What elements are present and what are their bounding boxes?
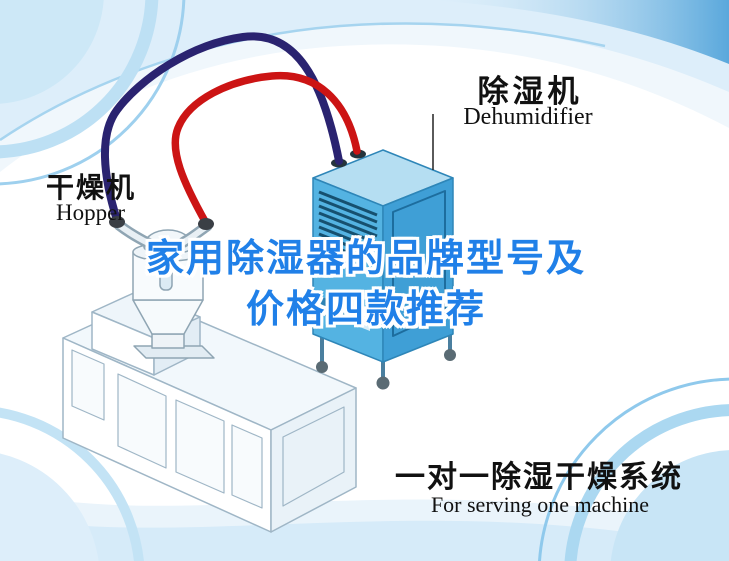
filter-cover (320, 296, 344, 324)
background-swoosh-top (0, 0, 729, 186)
hose-clamp (198, 218, 214, 230)
hopper-label-cn: 干燥机 (46, 172, 137, 203)
headline-line2: 价格四款推荐 (245, 289, 486, 331)
vent-grille (318, 190, 378, 266)
pipe-red (171, 71, 361, 227)
dehumidifier-label-en: Dehumidifier (463, 104, 593, 130)
extruder-machine (62, 290, 357, 533)
extruder-end-panel (282, 406, 345, 507)
system-label-en: For serving one machine (430, 492, 650, 517)
extruder-panel (175, 399, 225, 494)
caster-wheel (316, 361, 328, 373)
headline: 家用除湿器的品牌型号及 价格四款推荐 (96, 234, 636, 336)
system-label-cn: 一对一除湿干燥系统 (395, 461, 683, 494)
pipe-blue (100, 32, 343, 224)
dehumidifier-machine (312, 149, 456, 390)
caster-wheel (444, 349, 456, 361)
background-swoosh-bottom (0, 377, 729, 561)
service-door (392, 190, 446, 337)
extruder-panel (117, 373, 167, 469)
hopper-stand (151, 333, 185, 349)
hose-clamp (109, 216, 125, 228)
extruder-panel (231, 424, 263, 509)
hopper-label-en: Hopper (56, 200, 125, 225)
extruder-panel (71, 349, 105, 421)
filter-cover (352, 310, 370, 331)
headline-line1: 家用除湿器的品牌型号及 (145, 238, 586, 280)
extruder-right-face (270, 387, 357, 533)
dehumidifier-label-cn: 除湿机 (477, 74, 583, 109)
caster-wheel (376, 376, 390, 390)
hopper-sight-window (159, 261, 173, 291)
